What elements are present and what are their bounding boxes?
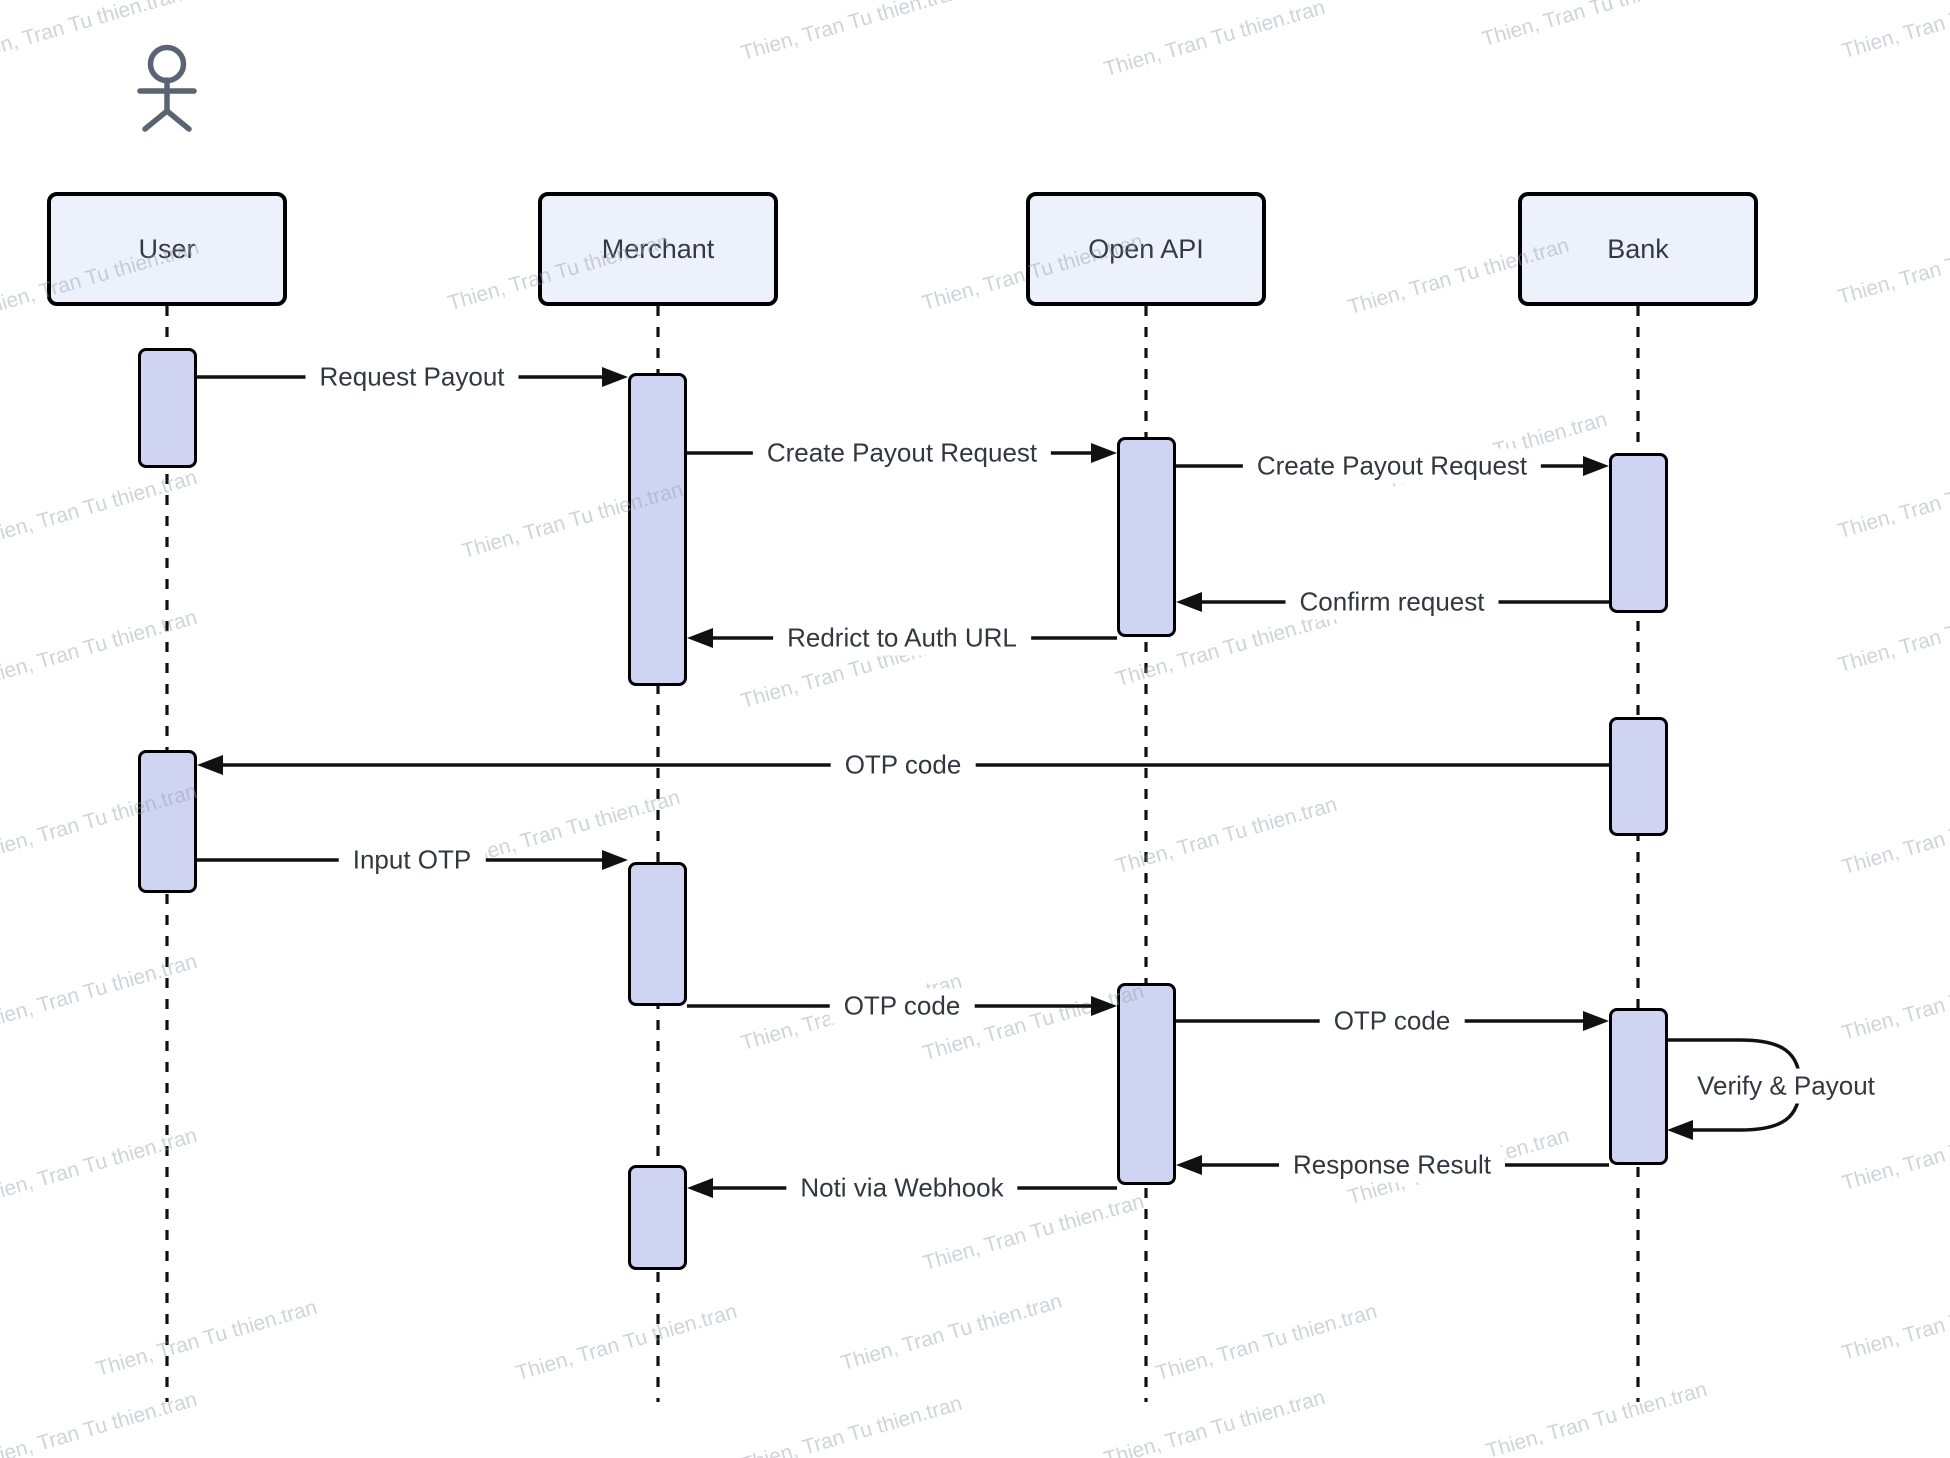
- message-label: Input OTP: [338, 842, 486, 878]
- arrowhead-icon: [1176, 1155, 1202, 1175]
- arrowhead-icon: [1176, 592, 1202, 612]
- participant-label-openapi: Open API: [1088, 233, 1204, 264]
- participant-label-user: User: [138, 233, 196, 264]
- activation-bar-bank: [1609, 717, 1668, 836]
- activation-bar-user: [138, 348, 197, 468]
- participant-label-bank: Bank: [1607, 233, 1669, 264]
- participant-label-merchant: Merchant: [601, 233, 715, 264]
- activation-bar-openapi: [1117, 983, 1176, 1185]
- stick-figure-actor-icon: [137, 44, 197, 132]
- message-label: Create Payout Request: [1242, 448, 1542, 484]
- activation-bar-openapi: [1117, 437, 1176, 637]
- message-label: Create Payout Request: [752, 435, 1052, 471]
- activation-bar-merchant: [628, 1165, 687, 1270]
- arrowhead-icon: [1667, 1120, 1693, 1140]
- participant-box-merchant: Merchant: [538, 192, 778, 306]
- activation-bar-bank: [1609, 1008, 1668, 1165]
- participant-box-bank: Bank: [1518, 192, 1758, 306]
- arrowhead-icon: [1091, 443, 1117, 463]
- arrowhead-icon: [687, 1178, 713, 1198]
- self-message-label: Verify & Payout: [1683, 1068, 1889, 1104]
- message-label: Request Payout: [305, 359, 519, 395]
- arrowhead-icon: [197, 755, 223, 775]
- message-label: OTP code: [829, 988, 975, 1024]
- arrowhead-icon: [1583, 1011, 1609, 1031]
- message-label: Redrict to Auth URL: [773, 620, 1031, 656]
- message-label: OTP code: [1319, 1003, 1465, 1039]
- arrowhead-icon: [1583, 456, 1609, 476]
- arrowhead-icon: [602, 850, 628, 870]
- activation-bar-bank: [1609, 453, 1668, 613]
- message-label: OTP code: [830, 747, 976, 783]
- message-label: Response Result: [1279, 1147, 1505, 1183]
- arrowhead-icon: [602, 367, 628, 387]
- arrowhead-icon: [687, 628, 713, 648]
- activation-bar-user: [138, 750, 197, 893]
- activation-bar-merchant: [628, 862, 687, 1006]
- activation-bar-merchant: [628, 373, 687, 686]
- arrowhead-icon: [1091, 996, 1117, 1016]
- message-label: Noti via Webhook: [786, 1170, 1018, 1206]
- participant-box-openapi: Open API: [1026, 192, 1266, 306]
- message-label: Confirm request: [1285, 584, 1499, 620]
- participant-box-user: User: [47, 192, 287, 306]
